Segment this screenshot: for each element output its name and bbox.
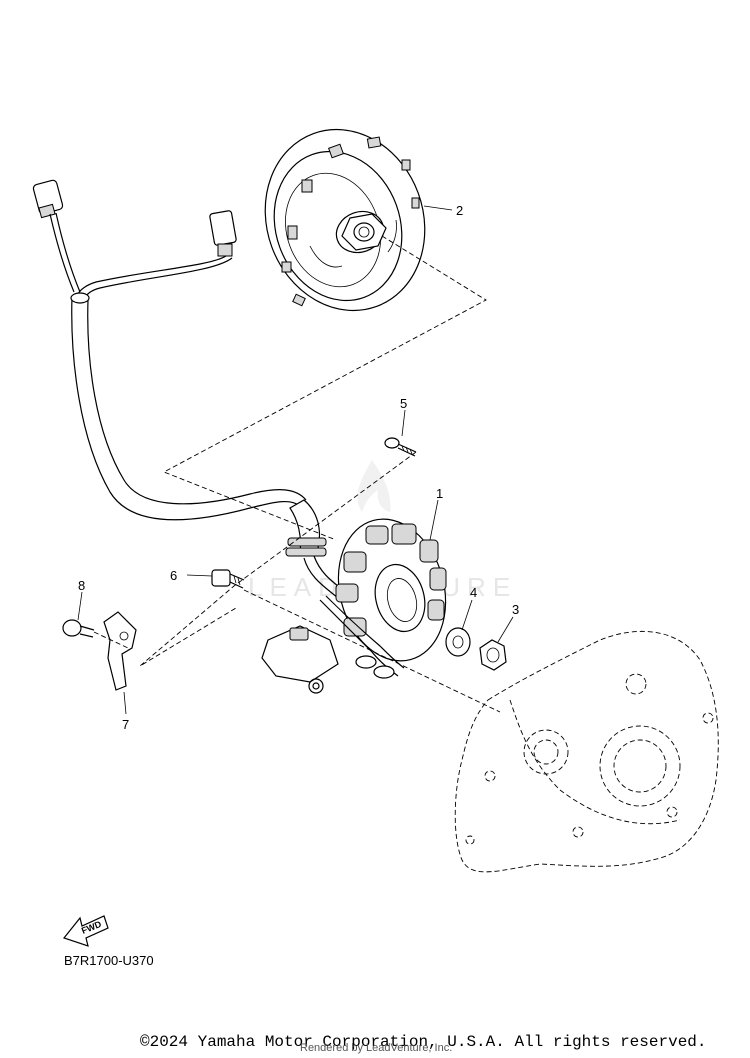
- crankcase-cover: [454, 630, 719, 873]
- callout-7[interactable]: 7: [122, 717, 129, 732]
- callout-6[interactable]: 6: [170, 568, 177, 583]
- bolt-6: [211, 569, 245, 589]
- clamp-7: [103, 611, 137, 691]
- callout-leaders: [77, 205, 514, 715]
- copyright-notice: ©2024 Yamaha Motor Corporation, U.S.A. A…: [140, 1033, 707, 1051]
- diagram-reference-code: B7R1700-U370: [64, 953, 154, 968]
- rotor-flywheel: [264, 128, 426, 312]
- wire-harness: [32, 179, 351, 601]
- fwd-arrow-icon: FWD: [62, 915, 109, 947]
- screw-8: [62, 619, 95, 638]
- callout-1[interactable]: 1: [436, 486, 443, 501]
- watermark-logo-icon: [357, 460, 391, 512]
- washer-4: [445, 627, 471, 657]
- rendered-by-text: Rendered by LeadVenture, Inc.: [300, 1042, 453, 1054]
- callout-4[interactable]: 4: [470, 585, 477, 600]
- callout-3[interactable]: 3: [512, 602, 519, 617]
- callout-8[interactable]: 8: [78, 578, 85, 593]
- assembly-guides: [93, 235, 501, 713]
- callout-5[interactable]: 5: [400, 396, 407, 411]
- stator-assembly: [261, 518, 447, 694]
- bolt-5: [384, 437, 417, 457]
- nut-3: [479, 639, 507, 671]
- callout-2[interactable]: 2: [456, 203, 463, 218]
